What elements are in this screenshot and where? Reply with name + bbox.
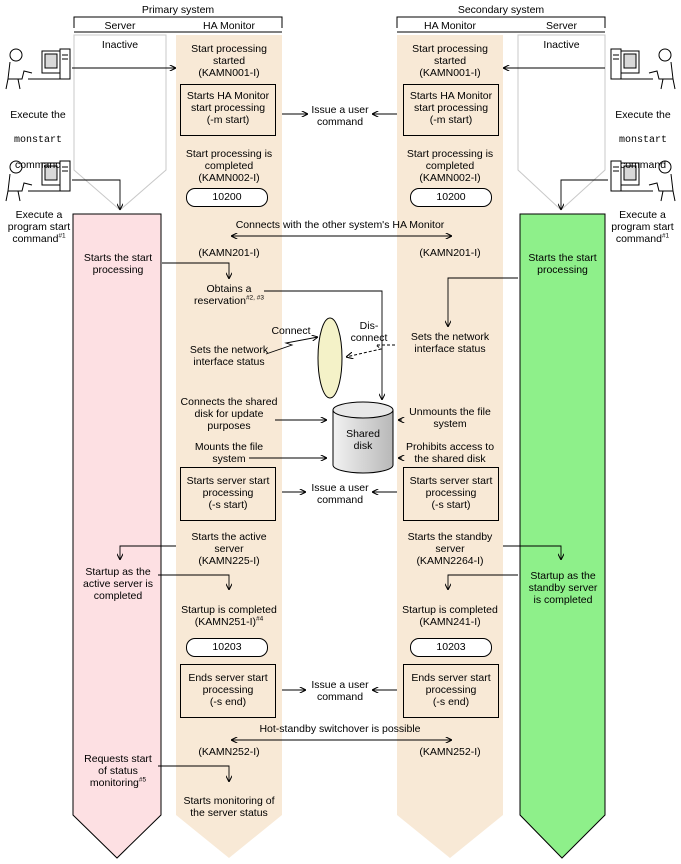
secondary-startup-completed: Startup is completed (KAMN241-I) bbox=[402, 604, 498, 628]
primary-kamn251: (KAMN251-I)#4 bbox=[194, 615, 264, 628]
operator-icon-secondary-monstart bbox=[610, 48, 676, 90]
arrow-standby-completed bbox=[448, 574, 518, 590]
active-server-column bbox=[72, 213, 162, 859]
primary-kamn252: (KAMN252-I) bbox=[198, 746, 260, 758]
primary-ha-start-box: Starts HA Monitor start processing (-m s… bbox=[180, 84, 276, 136]
arrow-progstart-secondary bbox=[561, 179, 608, 210]
primary-ha-header: HA Monitor bbox=[203, 20, 255, 32]
active-startup-completed: Startup as the active server is complete… bbox=[82, 566, 154, 602]
secondary-system-label: Secondary system bbox=[457, 4, 545, 16]
secondary-kamn252: (KAMN252-I) bbox=[419, 746, 481, 758]
arrow-starts-active bbox=[120, 545, 176, 560]
arrow-progstart-primary bbox=[72, 179, 120, 210]
issue-user-command-3: Issue a user command bbox=[311, 679, 369, 703]
arrow-requests-monitoring bbox=[158, 765, 229, 782]
secondary-server-end-box: Ends server start processing (-s end) bbox=[403, 664, 499, 718]
operator-icon-primary-monstart bbox=[5, 48, 71, 90]
primary-inactive-label: Inactive bbox=[101, 39, 139, 51]
primary-kamn201: (KAMN201-I) bbox=[198, 247, 260, 259]
primary-code-10200: 10200 bbox=[186, 188, 268, 207]
secondary-ha-header: HA Monitor bbox=[424, 20, 476, 32]
primary-mounts-fs: Mounts the file system bbox=[194, 441, 264, 465]
secondary-inactive-column bbox=[517, 34, 606, 211]
active-requests-monitoring: Requests start of status monitoring#5 bbox=[84, 753, 152, 789]
arrow-starts-standby bbox=[503, 545, 561, 560]
operator-icon-secondary-progstart bbox=[610, 160, 676, 202]
primary-progstart-caption: Execute a program start command#1 bbox=[7, 209, 71, 245]
primary-system-label: Primary system bbox=[141, 4, 215, 16]
secondary-ha-start-box: Starts HA Monitor start processing (-m s… bbox=[403, 84, 499, 136]
standby-startup-completed: Startup as the standby server is complet… bbox=[528, 570, 598, 606]
connects-other-ha-label: Connects with the other system's HA Moni… bbox=[235, 219, 445, 231]
secondary-inactive-label: Inactive bbox=[543, 39, 580, 51]
secondary-start-started: Start processing started (KAMN001-I) bbox=[412, 43, 488, 79]
standby-server-column bbox=[519, 213, 606, 859]
secondary-monstart-caption: Execute the monstart command bbox=[615, 109, 671, 171]
arrow-active-completed bbox=[158, 574, 229, 590]
secondary-start-completed: Start processing is completed (KAMN002-I… bbox=[406, 148, 494, 184]
primary-start-started: Start processing started (KAMN001-I) bbox=[191, 43, 267, 79]
active-starts-start: Starts the start processing bbox=[83, 252, 153, 276]
arrow-connect bbox=[265, 337, 318, 355]
secondary-prohibits: Prohibits access to the shared disk bbox=[405, 441, 495, 465]
secondary-server-header: Server bbox=[546, 20, 577, 32]
secondary-header-bracket bbox=[396, 16, 606, 28]
issue-user-command-2: Issue a user command bbox=[311, 482, 369, 506]
primary-start-completed: Start processing is completed (KAMN002-I… bbox=[185, 148, 273, 184]
shared-disk-label: Shared disk bbox=[346, 428, 380, 452]
primary-server-header: Server bbox=[104, 20, 136, 32]
secondary-server-start-box: Starts server start processing (-s start… bbox=[403, 467, 499, 521]
hot-standby-label: Hot-standby switchover is possible bbox=[259, 723, 421, 735]
secondary-kamn201: (KAMN201-I) bbox=[419, 247, 481, 259]
arrow-reservation-disk bbox=[264, 290, 382, 400]
primary-startup-completed: Startup is completed bbox=[181, 604, 277, 616]
disconnect-label: Dis- connect bbox=[350, 320, 388, 344]
primary-server-start-box: Starts server start processing (-s start… bbox=[180, 467, 276, 521]
primary-set-network: Sets the network interface status bbox=[189, 344, 269, 368]
operator-icon-primary-progstart bbox=[5, 160, 71, 202]
primary-code-10203: 10203 bbox=[186, 638, 268, 657]
secondary-starts-standby: Starts the standby server (KAMN2264-I) bbox=[407, 531, 493, 567]
secondary-progstart-caption: Execute a program start command#1 bbox=[611, 209, 674, 245]
secondary-unmounts: Unmounts the file system bbox=[409, 406, 491, 430]
primary-inactive-column bbox=[73, 34, 167, 211]
connect-label: Connect bbox=[271, 325, 311, 337]
primary-header-bracket bbox=[73, 16, 283, 28]
primary-starts-monitoring: Starts monitoring of the server status bbox=[183, 795, 275, 819]
primary-starts-active: Starts the active server (KAMN225-I) bbox=[191, 531, 267, 567]
secondary-code-10200: 10200 bbox=[410, 188, 492, 207]
shared-disk-icon bbox=[332, 401, 394, 474]
secondary-set-network: Sets the network interface status bbox=[410, 331, 490, 355]
network-interface-ellipse bbox=[317, 317, 343, 399]
primary-reservation: Obtains a reservation#2, #3 bbox=[193, 283, 265, 307]
arrow-disconnect bbox=[346, 344, 395, 357]
secondary-code-10203: 10203 bbox=[410, 638, 492, 657]
primary-server-end-box: Ends server start processing (-s end) bbox=[180, 664, 276, 718]
primary-connects-disk: Connects the shared disk for update purp… bbox=[180, 396, 278, 432]
standby-starts-start: Starts the start processing bbox=[528, 252, 597, 276]
arrow-standby-network bbox=[448, 277, 518, 327]
issue-user-command-1: Issue a user command bbox=[311, 104, 369, 128]
arrow-start-reservation bbox=[162, 262, 229, 279]
primary-monstart-caption: Execute the monstart command bbox=[10, 109, 66, 171]
